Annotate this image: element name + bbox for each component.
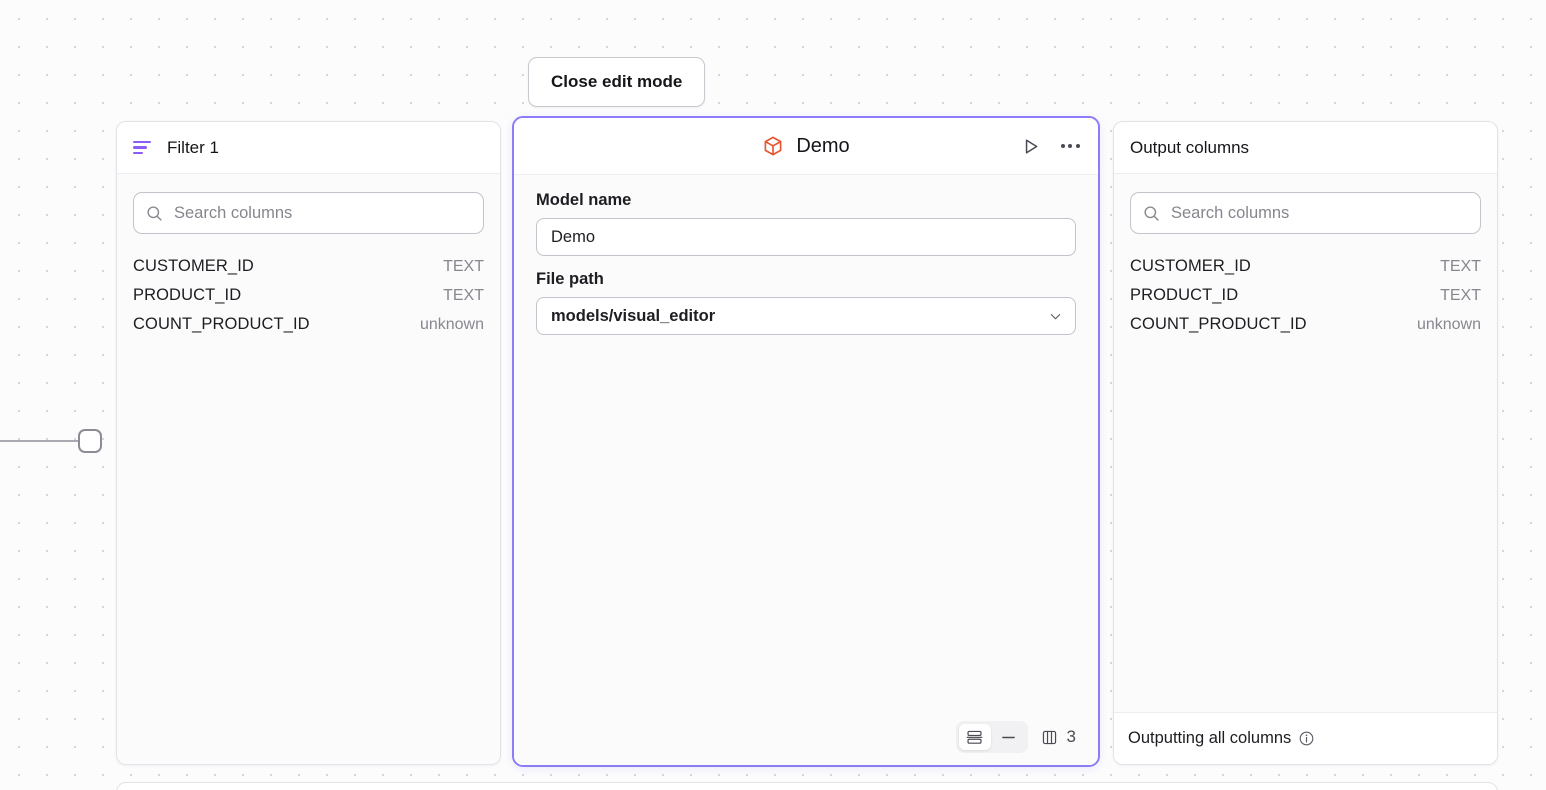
view-mode-group <box>955 721 1028 753</box>
model-header-actions <box>1016 118 1084 174</box>
rows-layout-icon <box>966 730 983 744</box>
column-type: TEXT <box>443 287 484 304</box>
minus-icon <box>1002 736 1015 738</box>
model-panel-title: Demo <box>796 134 850 157</box>
output-panel-body: Search columns CUSTOMER_ID TEXT PRODUCT_… <box>1114 174 1497 712</box>
output-panel-header: Output columns <box>1114 122 1497 174</box>
list-item[interactable]: PRODUCT_ID TEXT <box>133 281 484 310</box>
column-type: TEXT <box>1440 258 1481 275</box>
output-status-text: Outputting all columns <box>1128 729 1292 747</box>
list-item[interactable]: PRODUCT_ID TEXT <box>1130 281 1481 310</box>
columns-layout-icon <box>1042 730 1056 744</box>
model-name-input[interactable]: Demo <box>536 218 1076 256</box>
file-path-label: File path <box>536 270 604 288</box>
filter-icon <box>133 140 153 155</box>
output-panel-footer: Outputting all columns <box>1114 712 1497 764</box>
output-columns-panel[interactable]: Output columns Search columns CUSTOMER_I… <box>1113 121 1498 765</box>
collapse-button[interactable] <box>993 724 1025 750</box>
model-panel-header: Demo <box>514 118 1098 175</box>
list-item[interactable]: CUSTOMER_ID TEXT <box>133 252 484 281</box>
more-options-icon <box>1060 144 1080 148</box>
column-type: unknown <box>419 316 484 333</box>
model-footer-toolbar: 3 <box>955 721 1084 753</box>
column-name: COUNT_PRODUCT_ID <box>1130 315 1307 333</box>
rows-view-button[interactable] <box>958 724 991 750</box>
list-item[interactable]: COUNT_PRODUCT_ID unknown <box>1130 310 1481 339</box>
output-search-input[interactable]: Search columns <box>1130 192 1481 234</box>
model-panel-body: Model name Demo File path models/visual_… <box>514 175 1098 765</box>
search-icon <box>147 205 162 221</box>
filter-panel-body: Search columns CUSTOMER_ID TEXT PRODUCT_… <box>117 174 500 764</box>
column-type: unknown <box>1416 316 1481 333</box>
column-count-value: 3 <box>1066 727 1076 746</box>
column-type: TEXT <box>1440 287 1481 304</box>
chevron-down-icon <box>1050 313 1061 319</box>
more-options-button[interactable] <box>1056 132 1084 160</box>
filter-column-list: CUSTOMER_ID TEXT PRODUCT_ID TEXT COUNT_P… <box>133 252 484 339</box>
column-name: CUSTOMER_ID <box>1130 257 1251 275</box>
filter-panel-header: Filter 1 <box>117 122 500 174</box>
column-name: COUNT_PRODUCT_ID <box>133 315 310 333</box>
filter-search-input[interactable]: Search columns <box>133 192 484 234</box>
column-type: TEXT <box>443 258 484 275</box>
bottom-partial-panel[interactable] <box>116 782 1498 790</box>
column-name: PRODUCT_ID <box>133 286 242 304</box>
play-icon <box>1025 138 1037 154</box>
search-icon <box>1144 205 1159 221</box>
run-model-button[interactable] <box>1016 132 1044 160</box>
model-node-panel[interactable]: Demo Model name Demo File p <box>512 116 1100 767</box>
file-path-select[interactable]: models/visual_editor <box>536 297 1076 335</box>
filter-node-panel[interactable]: Filter 1 Search columns CUSTOMER_ID TEXT… <box>116 121 501 765</box>
file-path-value: models/visual_editor <box>551 306 716 325</box>
column-name: PRODUCT_ID <box>1130 286 1239 304</box>
column-name: CUSTOMER_ID <box>133 257 254 275</box>
model-name-value: Demo <box>551 227 596 246</box>
connection-handle[interactable] <box>78 429 102 453</box>
info-icon[interactable] <box>1298 730 1315 747</box>
model-name-label: Model name <box>536 191 632 209</box>
output-panel-title: Output columns <box>1130 137 1250 157</box>
list-item[interactable]: COUNT_PRODUCT_ID unknown <box>133 310 484 339</box>
list-item[interactable]: CUSTOMER_ID TEXT <box>1130 252 1481 281</box>
close-edit-mode-label: Close edit mode <box>551 72 683 91</box>
cube-icon <box>764 136 782 156</box>
output-search-placeholder: Search columns <box>1171 203 1290 222</box>
model-title-group: Demo <box>762 134 850 158</box>
filter-panel-title: Filter 1 <box>167 137 219 157</box>
filter-search-placeholder: Search columns <box>174 203 293 222</box>
connector-edge <box>0 440 82 442</box>
output-column-list: CUSTOMER_ID TEXT PRODUCT_ID TEXT COUNT_P… <box>1130 252 1481 339</box>
close-edit-mode-button[interactable]: Close edit mode <box>528 57 706 107</box>
column-count-group[interactable]: 3 <box>1034 727 1084 747</box>
